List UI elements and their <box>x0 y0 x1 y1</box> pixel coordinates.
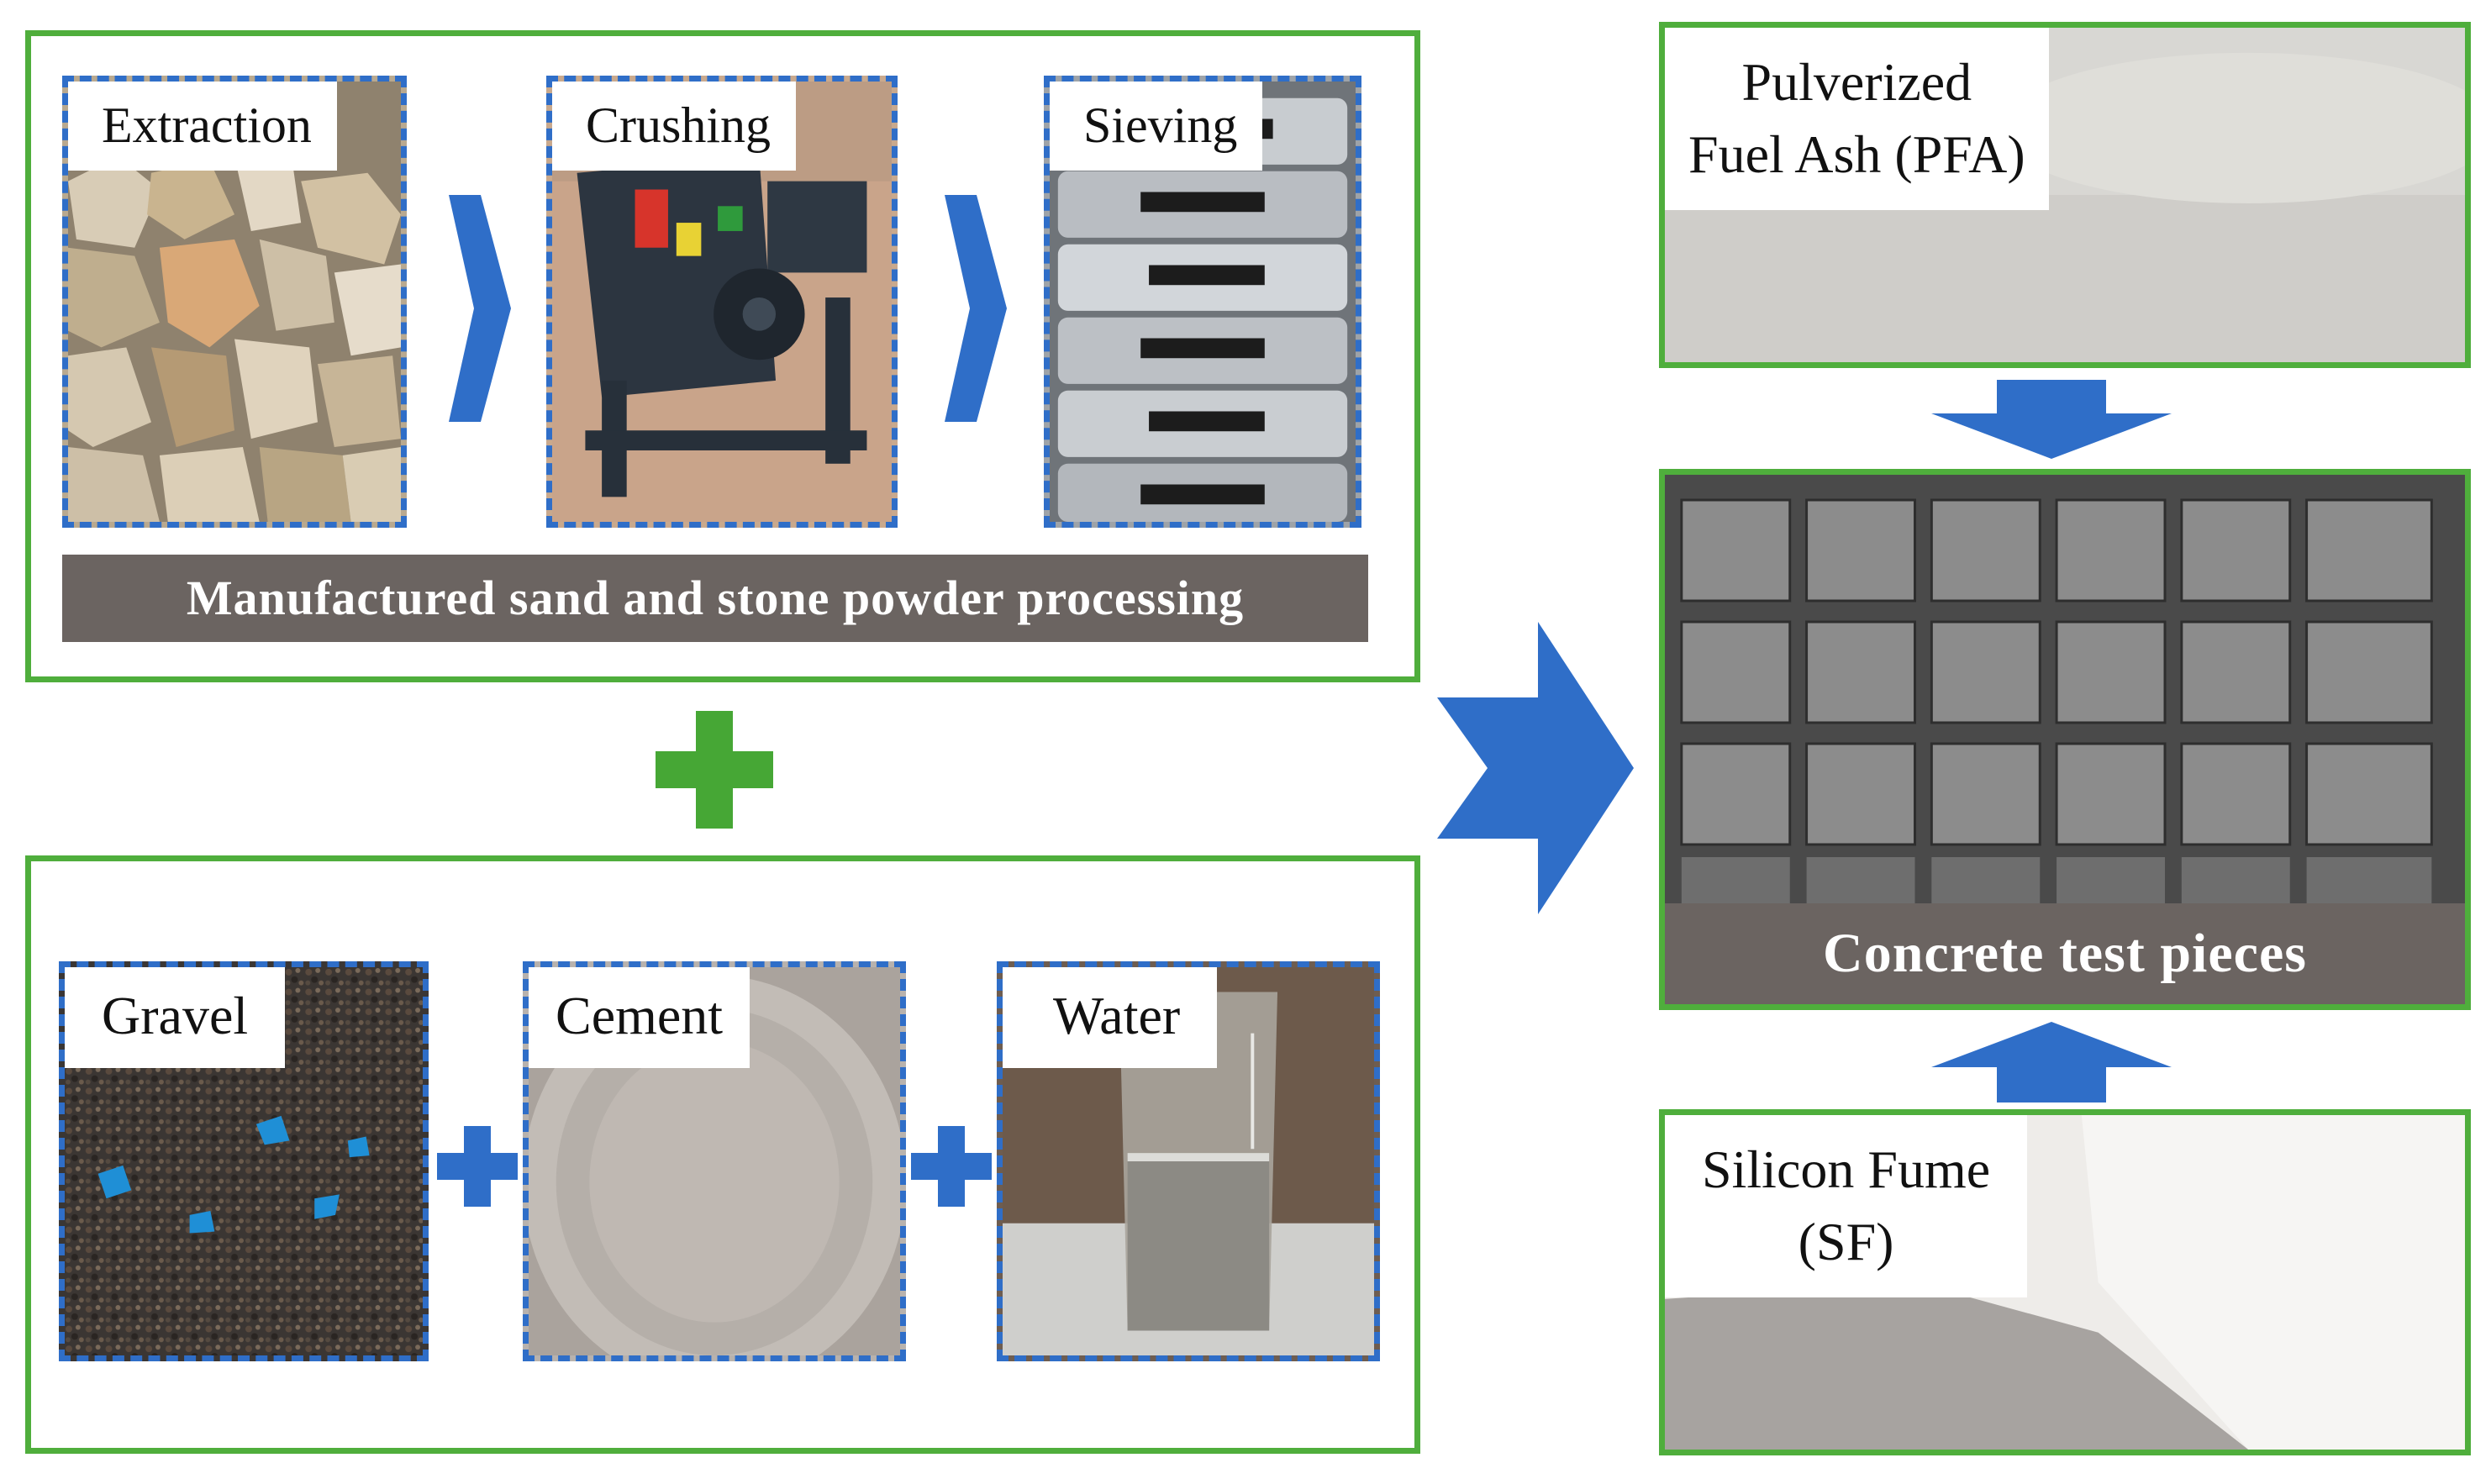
sf-label-line-1: Silicon Fume <box>1702 1139 1991 1199</box>
concrete-panel: Concrete test pieces <box>1659 469 2471 1010</box>
crushing-photo: Crushing <box>546 76 898 528</box>
gravel-label: Gravel <box>65 967 286 1068</box>
water-label: Water <box>1003 967 1218 1068</box>
blue-plus-icon-2 <box>911 1126 992 1207</box>
processing-banner: Manufactured sand and stone powder proce… <box>62 555 1368 642</box>
extraction-label: Extraction <box>68 82 337 171</box>
main-flow-arrow <box>1437 622 1634 914</box>
water-photo: Water <box>997 961 1380 1361</box>
pfa-label: Pulverized Fuel Ash (PFA) <box>1665 28 2049 210</box>
pfa-label-line-2: Fuel Ash (PFA) <box>1688 124 2025 185</box>
sieving-label: Sieving <box>1050 82 1263 171</box>
sf-label-line-2: (SF) <box>1798 1212 1894 1272</box>
gravel-photo: Gravel <box>59 961 429 1361</box>
green-plus-icon <box>656 711 773 829</box>
sf-up-arrow <box>1931 1022 2172 1102</box>
sf-label: Silicon Fume (SF) <box>1665 1115 2028 1297</box>
process-arrow-1 <box>449 195 511 422</box>
sieving-photo: Sieving <box>1044 76 1361 528</box>
pfa-down-arrow <box>1931 380 2172 459</box>
extraction-photo: Extraction <box>62 76 407 528</box>
sf-panel: Silicon Fume (SF) <box>1659 1109 2471 1455</box>
cement-label: Cement <box>529 967 750 1068</box>
pfa-panel: Pulverized Fuel Ash (PFA) <box>1659 22 2471 368</box>
process-arrow-2 <box>945 195 1007 422</box>
crushing-label: Crushing <box>552 82 797 171</box>
concrete-banner: Concrete test pieces <box>1665 903 2465 1004</box>
pfa-label-line-1: Pulverized <box>1741 52 1972 112</box>
concrete-cubes-image <box>1665 475 2465 903</box>
blue-plus-icon-1 <box>437 1126 518 1207</box>
cement-photo: Cement <box>523 961 906 1361</box>
